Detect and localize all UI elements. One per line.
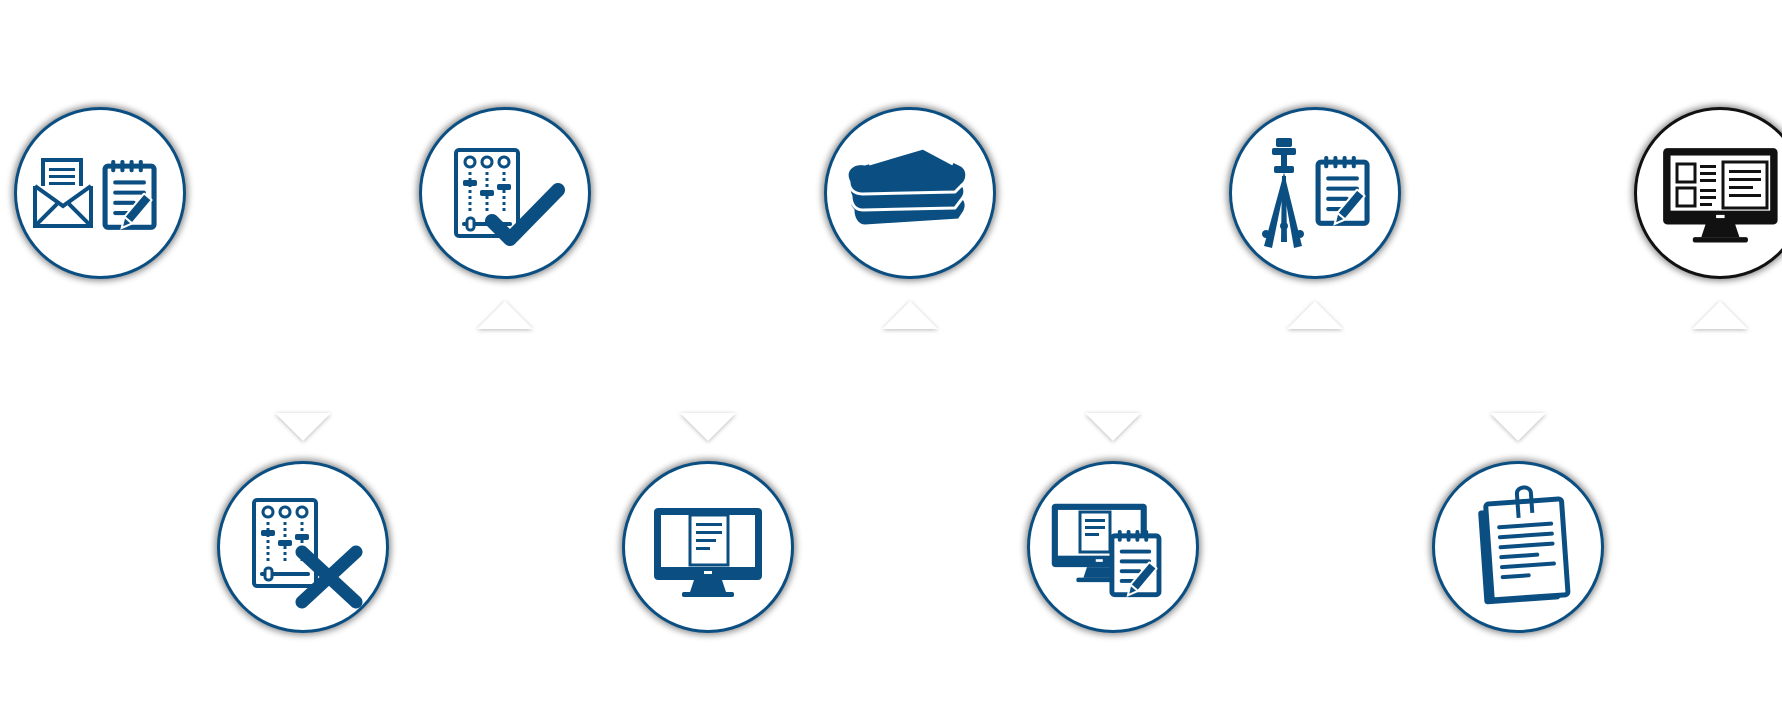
- step-9[interactable]: [1634, 107, 1782, 279]
- monitor-document-icon: [653, 508, 762, 597]
- clipped-documents-icon: [1477, 485, 1570, 605]
- down-arrow-6: [1084, 413, 1141, 441]
- up-arrow-5: [882, 301, 938, 329]
- down-arrow-4: [679, 413, 736, 441]
- up-arrow-3: [477, 301, 533, 329]
- step-4[interactable]: [621, 461, 794, 633]
- step-1[interactable]: [14, 107, 186, 279]
- mixer-check-icon: [454, 148, 565, 246]
- down-arrow-8: [1489, 413, 1546, 441]
- step-8[interactable]: [1431, 461, 1604, 633]
- step-7[interactable]: [1229, 107, 1401, 279]
- step-3[interactable]: [419, 107, 591, 279]
- mixer-x-icon: [251, 498, 362, 609]
- down-arrow-2: [274, 413, 331, 441]
- sandwich-icon: [845, 144, 969, 228]
- step-5[interactable]: [824, 107, 996, 279]
- up-arrow-9: [1692, 301, 1748, 329]
- envelope-and-notepad-icon: [33, 118, 175, 268]
- up-arrow-7: [1287, 301, 1343, 329]
- monitor-and-notepad-icon: [1051, 503, 1188, 622]
- step-2[interactable]: [216, 461, 389, 633]
- tripod-and-notepad-icon: [1262, 138, 1390, 248]
- step-6[interactable]: [1026, 461, 1199, 633]
- monitor-layout-icon: [1663, 148, 1778, 243]
